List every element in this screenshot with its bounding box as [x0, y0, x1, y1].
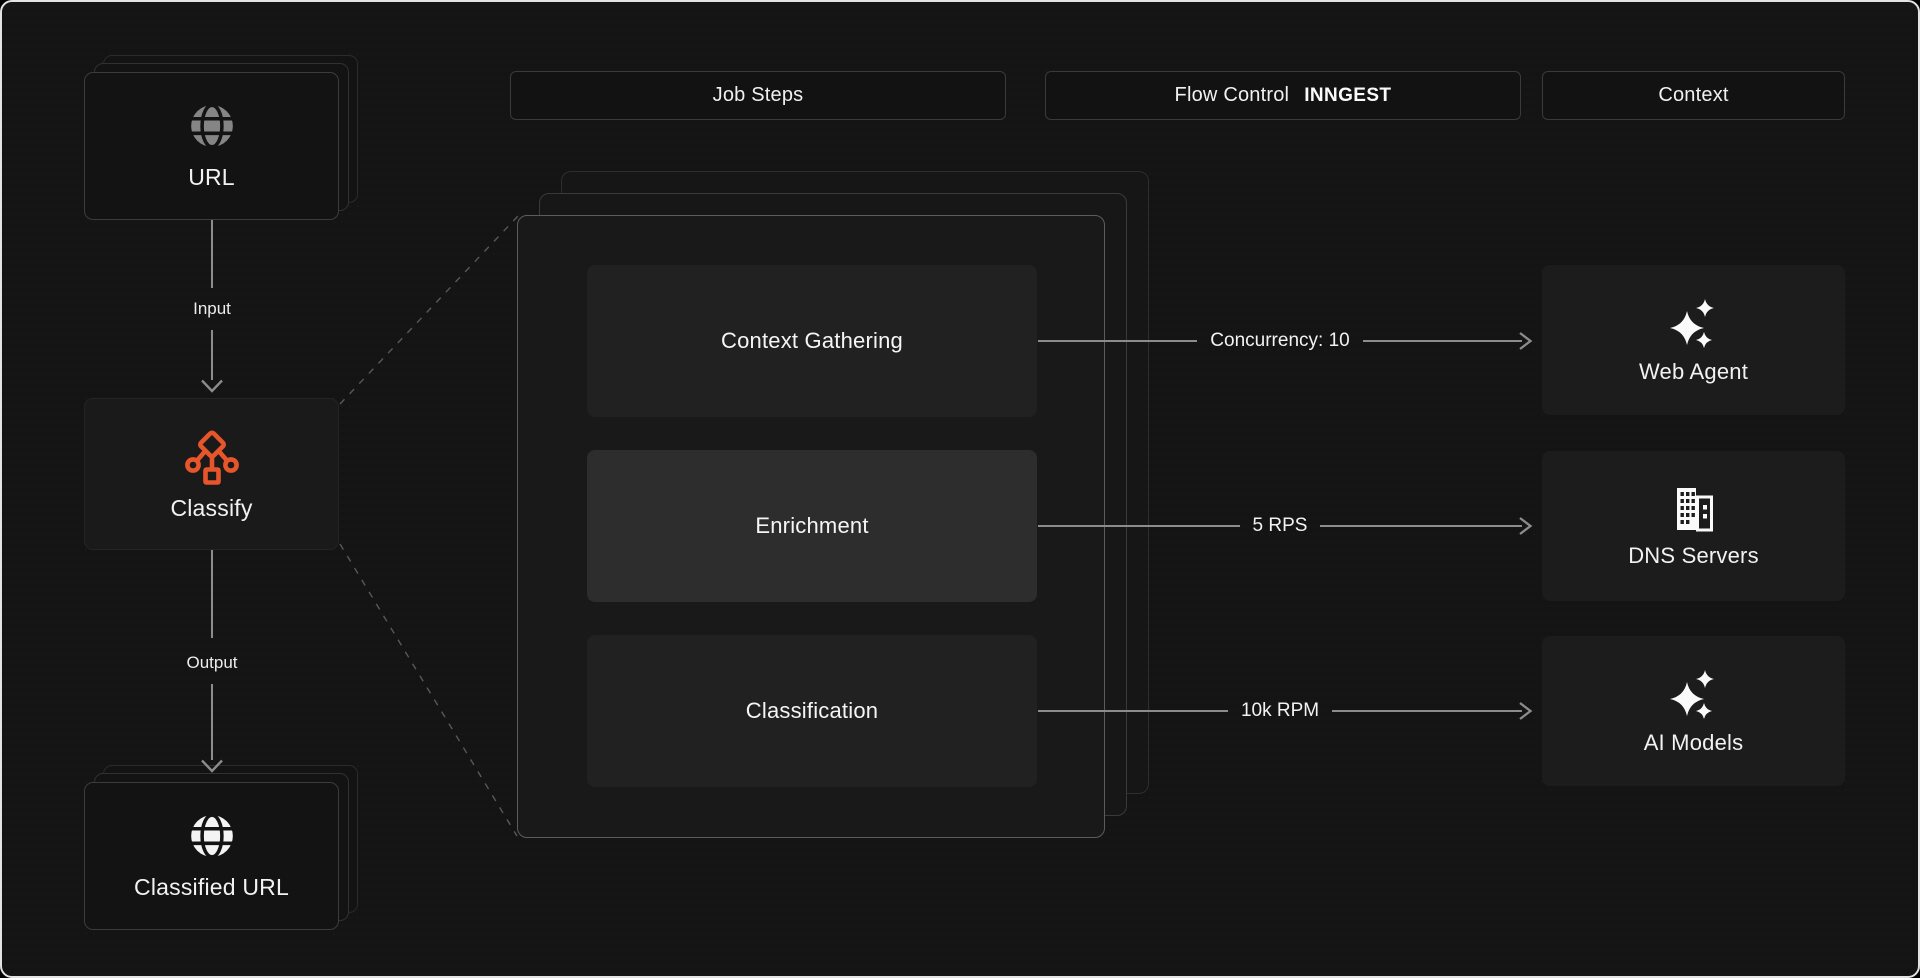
- url-node-label: URL: [188, 164, 235, 190]
- step-label: Enrichment: [755, 513, 869, 538]
- header-job-steps-label: Job Steps: [712, 84, 804, 106]
- building-icon: [1676, 487, 1713, 531]
- web-agent-card: Web Agent: [1542, 265, 1845, 415]
- step-card-context-gathering: Context Gathering: [587, 265, 1037, 417]
- arrow-right-icon: [1519, 702, 1533, 720]
- sparkles-icon: [1669, 298, 1714, 348]
- classified-url-front: Classified URL: [84, 782, 339, 930]
- arrow-right-icon: [1519, 517, 1533, 535]
- flow-arrow-concurrency: Concurrency: 10: [1038, 330, 1533, 352]
- url-node: URL: [84, 55, 358, 220]
- globe-icon: [190, 103, 233, 149]
- output-edge-line: [211, 684, 213, 760]
- input-edge-line: [211, 220, 213, 288]
- flow-arrow-rpm: 10k RPM: [1038, 700, 1533, 722]
- dns-servers-card: DNS Servers: [1542, 451, 1845, 601]
- flow-label: Concurrency: 10: [1210, 330, 1350, 351]
- flow-line: [1332, 710, 1523, 712]
- flow-label: 5 RPS: [1252, 515, 1308, 536]
- header-flow-control: Flow Control INNGEST: [1045, 71, 1521, 120]
- step-label: Classification: [745, 698, 879, 723]
- output-edge-label: Output: [186, 653, 238, 672]
- web-agent-label: Web Agent: [1638, 358, 1749, 384]
- flow-label: 10k RPM: [1240, 700, 1320, 721]
- inngest-logo: INNGEST: [1304, 84, 1392, 106]
- zoom-guide-top: [339, 215, 519, 405]
- step-label: Context Gathering: [721, 328, 903, 353]
- header-context-label: Context: [1658, 84, 1729, 106]
- header-context: Context: [1542, 71, 1845, 120]
- arrow-down-icon: [201, 759, 223, 773]
- sparkles-icon: [1669, 669, 1714, 719]
- flow-line: [1362, 340, 1522, 342]
- globe-icon: [190, 813, 233, 859]
- zoom-guide-bottom: [339, 543, 518, 837]
- classify-node: Classify: [84, 398, 339, 550]
- arrow-down-icon: [201, 379, 223, 393]
- dns-servers-label: DNS Servers: [1628, 542, 1759, 568]
- arrow-right-icon: [1519, 332, 1533, 350]
- header-flow-control-label: Flow Control: [1174, 84, 1290, 106]
- classified-url-label: Classified URL: [134, 874, 289, 900]
- classified-url-node: Classified URL: [84, 765, 358, 930]
- classify-node-label: Classify: [170, 494, 253, 521]
- url-node-front: URL: [84, 72, 339, 220]
- ai-models-card: AI Models: [1542, 636, 1845, 786]
- flow-line: [1320, 525, 1523, 527]
- input-edge-label: Input: [193, 299, 231, 318]
- step-card-classification: Classification: [587, 635, 1037, 787]
- flow-line: [1038, 340, 1198, 342]
- header-job-steps: Job Steps: [510, 71, 1006, 120]
- step-card-enrichment: Enrichment: [587, 450, 1037, 602]
- classify-icon: [184, 430, 239, 485]
- flow-line: [1038, 710, 1228, 712]
- input-edge-line: [211, 330, 213, 380]
- flow-line: [1038, 525, 1240, 527]
- output-edge-line: [211, 550, 213, 638]
- ai-models-label: AI Models: [1643, 729, 1744, 755]
- flow-arrow-rps: 5 RPS: [1038, 515, 1533, 537]
